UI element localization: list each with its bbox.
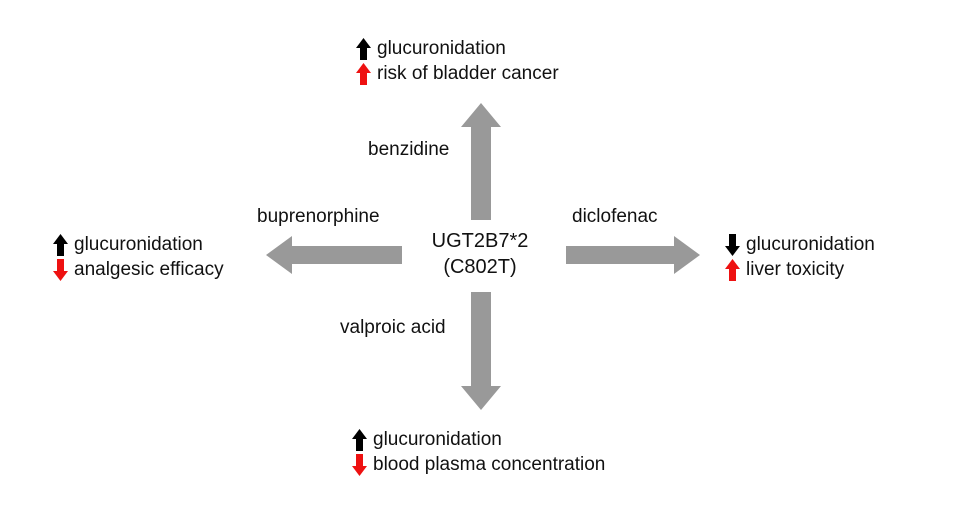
edge-label-valproic-acid: valproic acid <box>340 317 446 338</box>
center-node: UGT2B7*2 (C802T) <box>380 228 580 280</box>
outcome-block-right: glucuronidation liver toxicity <box>724 232 875 282</box>
outcome-row: analgesic efficacy <box>52 257 224 282</box>
arrow-up-red-icon <box>356 63 371 85</box>
outcome-block-bottom: glucuronidation blood plasma concentrati… <box>351 427 605 477</box>
outcome-row: glucuronidation <box>724 232 875 257</box>
arrow-down-red-icon <box>352 454 367 476</box>
connector-arrow-up <box>461 103 501 220</box>
outcome-row: blood plasma concentration <box>351 452 605 477</box>
outcome-text: analgesic efficacy <box>74 259 224 280</box>
arrow-up-black-icon <box>53 234 68 256</box>
connector-arrow-right <box>566 236 700 274</box>
outcome-text: glucuronidation <box>74 234 203 255</box>
outcome-row: risk of bladder cancer <box>355 61 559 86</box>
outcome-row: glucuronidation <box>351 427 605 452</box>
connector-arrow-down <box>461 292 501 410</box>
outcome-row: glucuronidation <box>52 232 224 257</box>
outcome-block-top: glucuronidation risk of bladder cancer <box>355 36 559 86</box>
outcome-text: liver toxicity <box>746 259 845 280</box>
center-node-gene: UGT2B7*2 <box>431 230 529 252</box>
outcome-text: blood plasma concentration <box>373 454 606 475</box>
arrow-up-red-icon <box>725 259 740 281</box>
outcome-row: glucuronidation <box>355 36 559 61</box>
center-node-variant: (C802T) <box>443 256 517 278</box>
edge-label-buprenorphine: buprenorphine <box>257 206 380 227</box>
arrow-down-red-icon <box>53 259 68 281</box>
outcome-block-left: glucuronidation analgesic efficacy <box>52 232 224 282</box>
arrow-up-black-icon <box>356 38 371 60</box>
edge-label-diclofenac: diclofenac <box>572 206 658 227</box>
outcome-text: glucuronidation <box>373 429 502 450</box>
arrow-up-black-icon <box>352 429 367 451</box>
outcome-text: risk of bladder cancer <box>377 63 559 84</box>
outcome-text: glucuronidation <box>746 234 875 255</box>
edge-label-benzidine: benzidine <box>368 139 450 160</box>
outcome-text: glucuronidation <box>377 38 506 59</box>
arrow-down-black-icon <box>725 234 740 256</box>
outcome-row: liver toxicity <box>724 257 875 282</box>
